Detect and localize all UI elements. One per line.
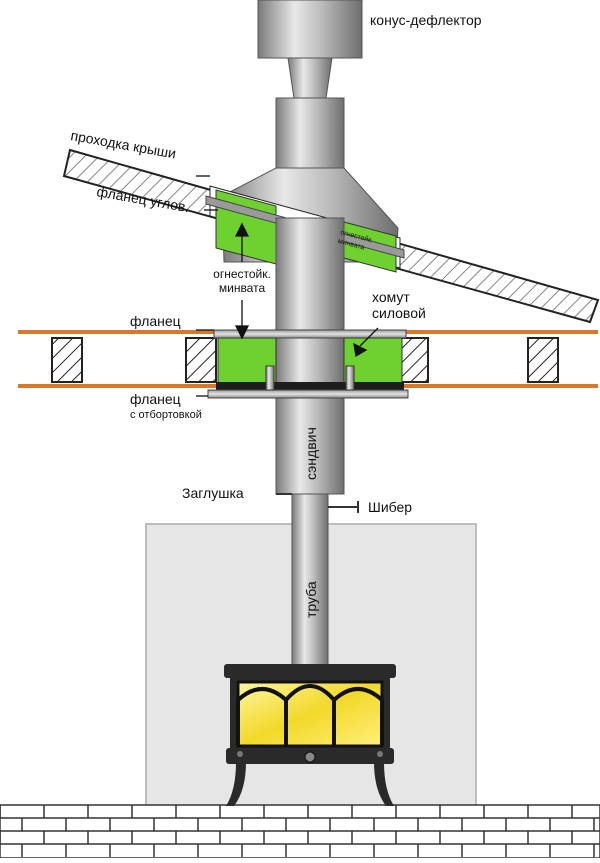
stove-door-frame	[236, 684, 384, 746]
label-plug: Заглушка	[182, 485, 244, 501]
stove-glass	[236, 680, 384, 748]
clamp-bolt-right	[345, 365, 355, 391]
brick-floor	[0, 804, 600, 859]
label-cone-deflector: конус-дефлектор	[370, 12, 482, 28]
label-fire-wool: огнестойк.минвата	[213, 267, 271, 295]
label-sandwich: сэндвич	[303, 427, 319, 480]
stove-leg-left	[226, 762, 246, 806]
lower-stove-pipe	[291, 493, 329, 667]
clamp-bolt-left	[265, 365, 275, 391]
flange-rim-plate	[207, 389, 409, 399]
ceiling-joists	[51, 337, 559, 383]
label-flange: фланец	[130, 313, 181, 329]
stove-door-knob	[304, 751, 316, 763]
ceiling-passthrough	[207, 329, 409, 399]
stove	[224, 664, 396, 806]
damper-handle	[328, 501, 359, 513]
stove-leg-right	[374, 762, 394, 806]
leader-lines	[196, 175, 379, 397]
label-damper: Шибер	[368, 499, 412, 515]
deflector-top	[257, 0, 363, 59]
label-pipe: труба	[303, 581, 319, 618]
deflector-cone	[287, 57, 333, 99]
